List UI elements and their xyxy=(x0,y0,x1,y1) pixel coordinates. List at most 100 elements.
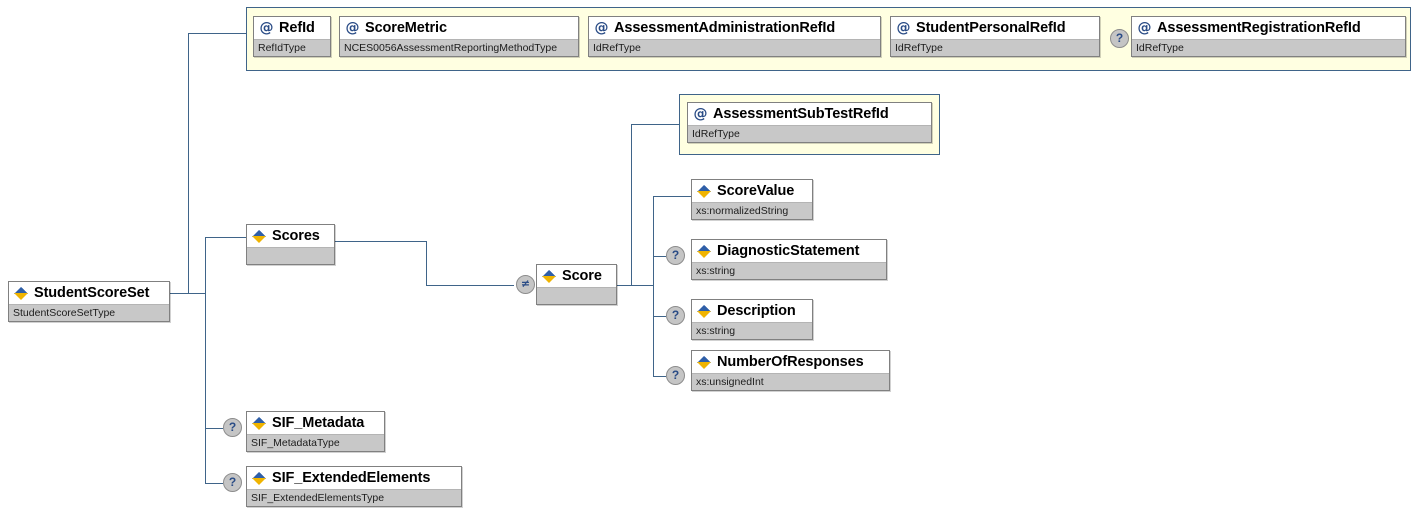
connector-root-bus-up xyxy=(205,237,206,294)
node-label: AssessmentAdministrationRefId xyxy=(614,20,836,36)
optional-marker-sif-metadata[interactable]: ? xyxy=(223,418,242,437)
node-type: IdRefType xyxy=(1132,39,1405,56)
node-type: xs:string xyxy=(692,262,886,279)
connector-to-description xyxy=(653,316,666,317)
optional-marker-numberofresponses[interactable]: ? xyxy=(666,366,685,385)
connector-score-attr-h xyxy=(631,124,680,125)
node-title: @ AssessmentSubTestRefId xyxy=(688,103,931,125)
element-icon xyxy=(252,471,267,485)
node-title: StudentScoreSet xyxy=(9,282,169,304)
connector-root-stub xyxy=(170,293,205,294)
node-label: StudentScoreSet xyxy=(34,285,150,301)
node-label: ScoreValue xyxy=(717,183,795,199)
node-type: NCES0056AssessmentReportingMethodType xyxy=(340,39,578,56)
node-type: SIF_ExtendedElementsType xyxy=(247,489,461,506)
node-title: @ ScoreMetric xyxy=(340,17,578,39)
connector-to-scorevalue xyxy=(653,196,691,197)
attribute-group-container: @ RefId RefIdType @ ScoreMetric NCES0056… xyxy=(246,7,1411,71)
node-label: DiagnosticStatement xyxy=(717,243,860,259)
node-diagnosticstatement[interactable]: DiagnosticStatement xs:string xyxy=(691,239,887,280)
node-label: NumberOfResponses xyxy=(717,354,864,370)
connector-scores-to-score xyxy=(426,285,514,286)
connector-root-bus-down xyxy=(205,293,206,483)
element-icon xyxy=(252,229,267,243)
node-title: ScoreValue xyxy=(692,180,812,202)
node-type: IdRefType xyxy=(891,39,1099,56)
node-title: @ StudentPersonalRefId xyxy=(891,17,1099,39)
element-icon xyxy=(697,244,712,258)
node-attr-assessmentadministrationrefid[interactable]: @ AssessmentAdministrationRefId IdRefTyp… xyxy=(588,16,881,57)
connector-attr-branch-v xyxy=(188,33,189,294)
connector-score-attr-v xyxy=(631,124,632,285)
node-label: StudentPersonalRefId xyxy=(916,20,1066,36)
node-type: xs:string xyxy=(692,322,812,339)
node-attr-scoremetric[interactable]: @ ScoreMetric NCES0056AssessmentReportin… xyxy=(339,16,579,57)
connector-to-scores xyxy=(205,237,246,238)
node-label: AssessmentRegistrationRefId xyxy=(1157,20,1361,36)
optional-marker-diagnosticstatement[interactable]: ? xyxy=(666,246,685,265)
node-title: Score xyxy=(537,265,616,287)
connector-to-sif-extended xyxy=(205,483,223,484)
node-scorevalue[interactable]: ScoreValue xs:normalizedString xyxy=(691,179,813,220)
attribute-icon: @ xyxy=(345,19,360,36)
connector-to-diagnosticstatement xyxy=(653,256,666,257)
node-type xyxy=(537,287,616,304)
optional-marker-sif-extended-elements[interactable]: ? xyxy=(223,473,242,492)
element-icon xyxy=(697,304,712,318)
node-title: SIF_Metadata xyxy=(247,412,384,434)
connector-to-numberofresponses xyxy=(653,376,666,377)
node-numberofresponses[interactable]: NumberOfResponses xs:unsignedInt xyxy=(691,350,890,391)
node-type: xs:unsignedInt xyxy=(692,373,889,390)
node-label: Score xyxy=(562,268,602,284)
node-score[interactable]: Score xyxy=(536,264,617,305)
node-label: SIF_Metadata xyxy=(272,415,365,431)
connector-attr-group-stub xyxy=(188,33,246,34)
node-title: @ AssessmentRegistrationRefId xyxy=(1132,17,1405,39)
node-label: ScoreMetric xyxy=(365,20,447,36)
node-title: Scores xyxy=(247,225,334,247)
connector-scores-down xyxy=(426,241,427,285)
node-sif-extended-elements[interactable]: SIF_ExtendedElements SIF_ExtendedElement… xyxy=(246,466,462,507)
attribute-icon: @ xyxy=(594,19,609,36)
node-attr-assessmentsubtestrefid[interactable]: @ AssessmentSubTestRefId IdRefType xyxy=(687,102,932,143)
node-sif-metadata[interactable]: SIF_Metadata SIF_MetadataType xyxy=(246,411,385,452)
node-label: AssessmentSubTestRefId xyxy=(713,106,889,122)
node-type xyxy=(247,247,334,264)
element-icon xyxy=(14,286,29,300)
attribute-icon: @ xyxy=(259,19,274,36)
node-type: SIF_MetadataType xyxy=(247,434,384,451)
optional-marker-assessmentregistrationrefid[interactable]: ? xyxy=(1110,29,1129,48)
node-title: SIF_ExtendedElements xyxy=(247,467,461,489)
repeat-marker-score[interactable]: ≠ xyxy=(516,275,535,294)
node-title: @ AssessmentAdministrationRefId xyxy=(589,17,880,39)
element-icon xyxy=(697,184,712,198)
node-title: @ RefId xyxy=(254,17,330,39)
node-student-score-set[interactable]: StudentScoreSet StudentScoreSetType xyxy=(8,281,170,322)
node-attr-assessmentregistrationrefid[interactable]: @ AssessmentRegistrationRefId IdRefType xyxy=(1131,16,1406,57)
node-type: IdRefType xyxy=(688,125,931,142)
connector-score-children-bus xyxy=(653,196,654,376)
node-label: SIF_ExtendedElements xyxy=(272,470,431,486)
node-description[interactable]: Description xs:string xyxy=(691,299,813,340)
attribute-icon: @ xyxy=(1137,19,1152,36)
node-title: NumberOfResponses xyxy=(692,351,889,373)
node-attr-refid[interactable]: @ RefId RefIdType xyxy=(253,16,331,57)
node-attr-studentpersonalrefid[interactable]: @ StudentPersonalRefId IdRefType xyxy=(890,16,1100,57)
node-label: RefId xyxy=(279,20,315,36)
node-label: Description xyxy=(717,303,796,319)
node-scores[interactable]: Scores xyxy=(246,224,335,265)
element-icon xyxy=(542,269,557,283)
connector-scores-out xyxy=(335,241,426,242)
node-type: StudentScoreSetType xyxy=(9,304,169,321)
attribute-icon: @ xyxy=(693,105,708,122)
optional-marker-description[interactable]: ? xyxy=(666,306,685,325)
node-type: IdRefType xyxy=(589,39,880,56)
connector-attr-branch-h xyxy=(188,293,206,294)
node-type: xs:normalizedString xyxy=(692,202,812,219)
attribute-group-container-score: @ AssessmentSubTestRefId IdRefType xyxy=(679,94,940,155)
connector-to-sif-metadata xyxy=(205,428,223,429)
element-icon xyxy=(252,416,267,430)
node-label: Scores xyxy=(272,228,320,244)
connector-score-out xyxy=(617,285,653,286)
